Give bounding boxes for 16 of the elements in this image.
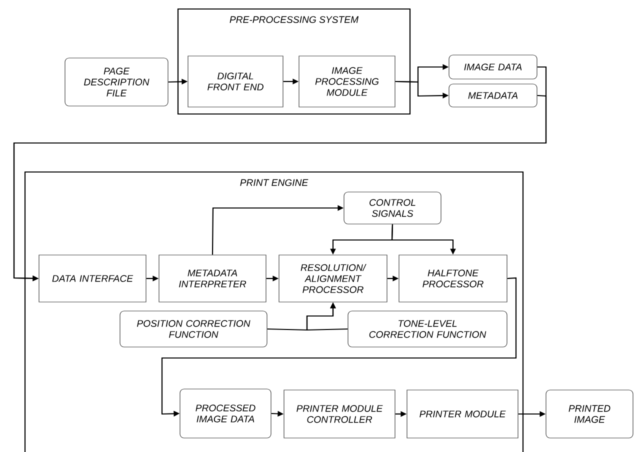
rounded-box: POSITION CORRECTION FUNCTION [120, 310, 268, 348]
rounded-box: PAGE DESCRIPTION FILE [64, 58, 168, 106]
rounded-box: CONTROL SIGNALS [344, 192, 442, 224]
process-box: DIGITAL FRONT END [188, 56, 284, 108]
rounded-box: METADATA [448, 84, 538, 108]
rounded-box: IMAGE DATA [448, 54, 538, 80]
rounded-box: PRINTED IMAGE [546, 390, 634, 438]
process-box: PRINTER MODULE [406, 390, 518, 438]
rounded-box: PROCESSED IMAGE DATA [180, 388, 272, 438]
process-box: METADATA INTERPRETER [158, 254, 266, 302]
process-box: DATA INTERFACE [38, 254, 146, 302]
process-box: HALFTONE PROCESSOR [398, 254, 508, 302]
rounded-box: TONE-LEVEL CORRECTION FUNCTION [348, 310, 508, 348]
process-box: IMAGE PROCESSING MODULE [298, 56, 396, 108]
process-box: RESOLUTION/ ALIGNMENT PROCESSOR [278, 254, 388, 302]
process-box: PRINTER MODULE CONTROLLER [284, 390, 396, 438]
